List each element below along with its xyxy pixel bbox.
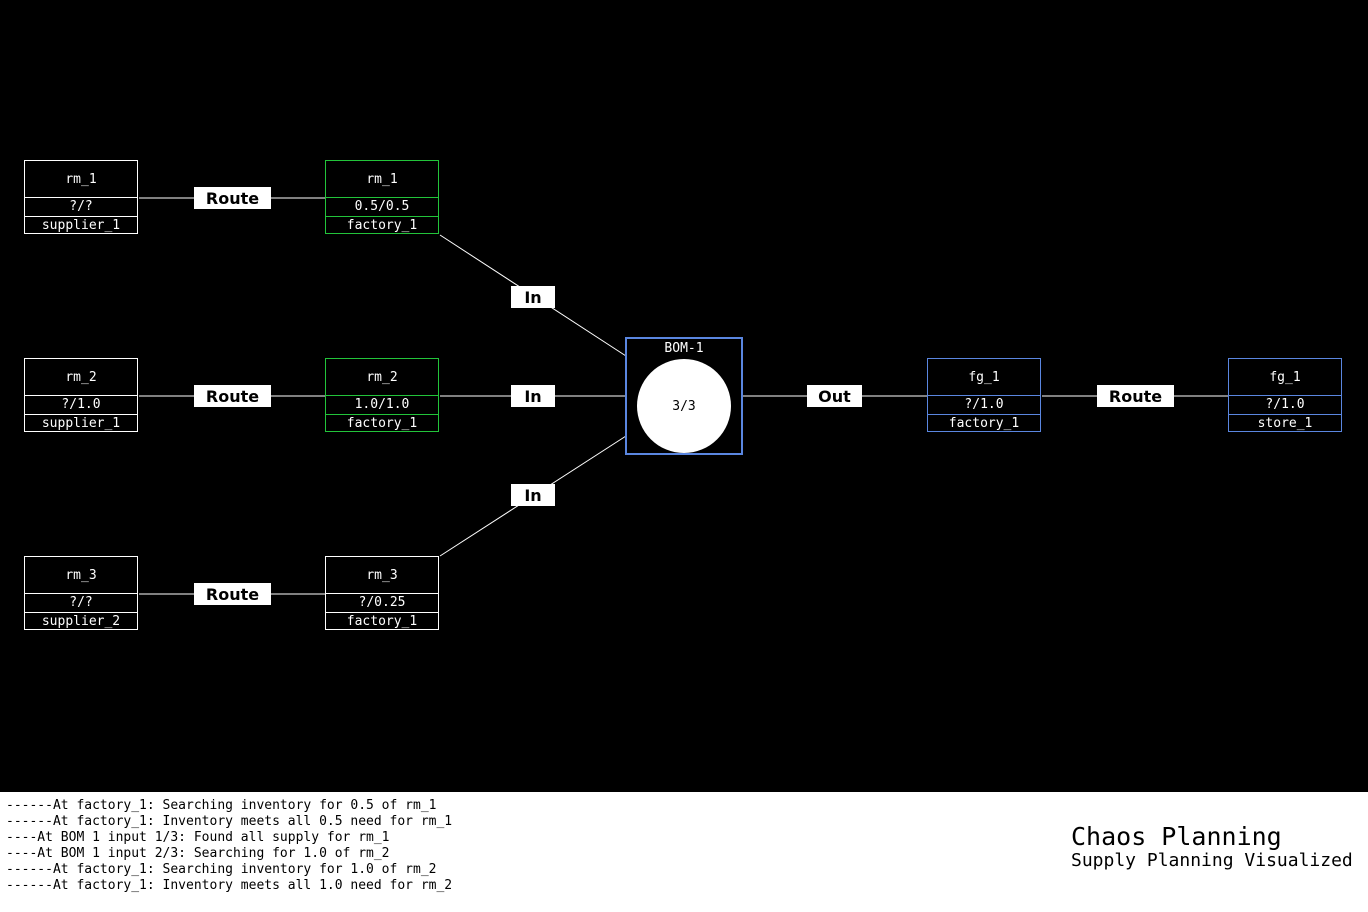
node-location: supplier_2 — [41, 613, 121, 629]
node-rm2-factory[interactable]: rm_2 1.0/1.0 factory_1 — [325, 358, 439, 432]
route-label-rm2: Route — [194, 385, 271, 407]
node-rm1-supplier[interactable]: rm_1 ?/? supplier_1 — [24, 160, 138, 234]
in-label-rm2: In — [511, 385, 555, 407]
node-quantity: 0.5/0.5 — [326, 197, 438, 217]
brand-title: Chaos Planning — [1071, 822, 1282, 851]
node-item-name: rm_1 — [326, 161, 438, 198]
node-location: store_1 — [1257, 415, 1313, 431]
node-item-name: fg_1 — [1229, 359, 1341, 396]
route-label-rm3: Route — [194, 583, 271, 605]
log-line: ------At factory_1: Searching inventory … — [6, 862, 437, 877]
node-location: supplier_1 — [41, 415, 121, 431]
node-location: factory_1 — [948, 415, 1020, 431]
node-rm1-factory[interactable]: rm_1 0.5/0.5 factory_1 — [325, 160, 439, 234]
node-location: factory_1 — [346, 415, 418, 431]
bom-progress-text: 3/3 — [672, 398, 696, 414]
node-item-name: rm_3 — [326, 557, 438, 594]
node-location: supplier_1 — [41, 217, 121, 233]
log-line: ------At factory_1: Inventory meets all … — [6, 878, 453, 893]
node-item-name: fg_1 — [928, 359, 1040, 396]
bom-node[interactable]: BOM-1 3/3 — [625, 337, 743, 455]
node-quantity: ?/? — [25, 593, 137, 613]
log-line: ----At BOM 1 input 1/3: Found all supply… — [6, 830, 390, 845]
node-location: factory_1 — [346, 613, 418, 629]
node-item-name: rm_1 — [25, 161, 137, 198]
brand-subtitle: Supply Planning Visualized — [1071, 850, 1353, 871]
route-label-rm1: Route — [194, 187, 271, 209]
node-quantity: ?/0.25 — [326, 593, 438, 613]
node-location: factory_1 — [346, 217, 418, 233]
brand: Chaos Planning Supply Planning Visualize… — [1071, 822, 1353, 872]
in-label-rm1: In — [511, 286, 555, 308]
node-rm2-supplier[interactable]: rm_2 ?/1.0 supplier_1 — [24, 358, 138, 432]
node-quantity: ?/1.0 — [25, 395, 137, 415]
log-panel: ------At factory_1: Searching inventory … — [0, 792, 1368, 912]
node-quantity: ?/1.0 — [928, 395, 1040, 415]
log-lines: ------At factory_1: Searching inventory … — [6, 798, 452, 894]
node-item-name: rm_2 — [25, 359, 137, 396]
node-item-name: rm_2 — [326, 359, 438, 396]
log-line: ------At factory_1: Searching inventory … — [6, 798, 437, 813]
node-quantity: 1.0/1.0 — [326, 395, 438, 415]
node-item-name: rm_3 — [25, 557, 137, 594]
node-quantity: ?/1.0 — [1229, 395, 1341, 415]
in-label-rm3: In — [511, 484, 555, 506]
bom-title: BOM-1 — [664, 341, 704, 356]
out-label-fg1: Out — [807, 385, 862, 407]
route-label-fg1: Route — [1097, 385, 1174, 407]
bom-progress-circle: 3/3 — [637, 359, 731, 453]
node-rm3-supplier[interactable]: rm_3 ?/? supplier_2 — [24, 556, 138, 630]
log-line: ------At factory_1: Inventory meets all … — [6, 814, 453, 829]
diagram-canvas: rm_1 ?/? supplier_1 rm_1 0.5/0.5 factory… — [24, 160, 1342, 630]
log-line: ----At BOM 1 input 2/3: Searching for 1.… — [6, 846, 390, 861]
node-fg1-factory[interactable]: fg_1 ?/1.0 factory_1 — [927, 358, 1041, 432]
node-rm3-factory[interactable]: rm_3 ?/0.25 factory_1 — [325, 556, 439, 630]
node-fg1-store[interactable]: fg_1 ?/1.0 store_1 — [1228, 358, 1342, 432]
node-quantity: ?/? — [25, 197, 137, 217]
